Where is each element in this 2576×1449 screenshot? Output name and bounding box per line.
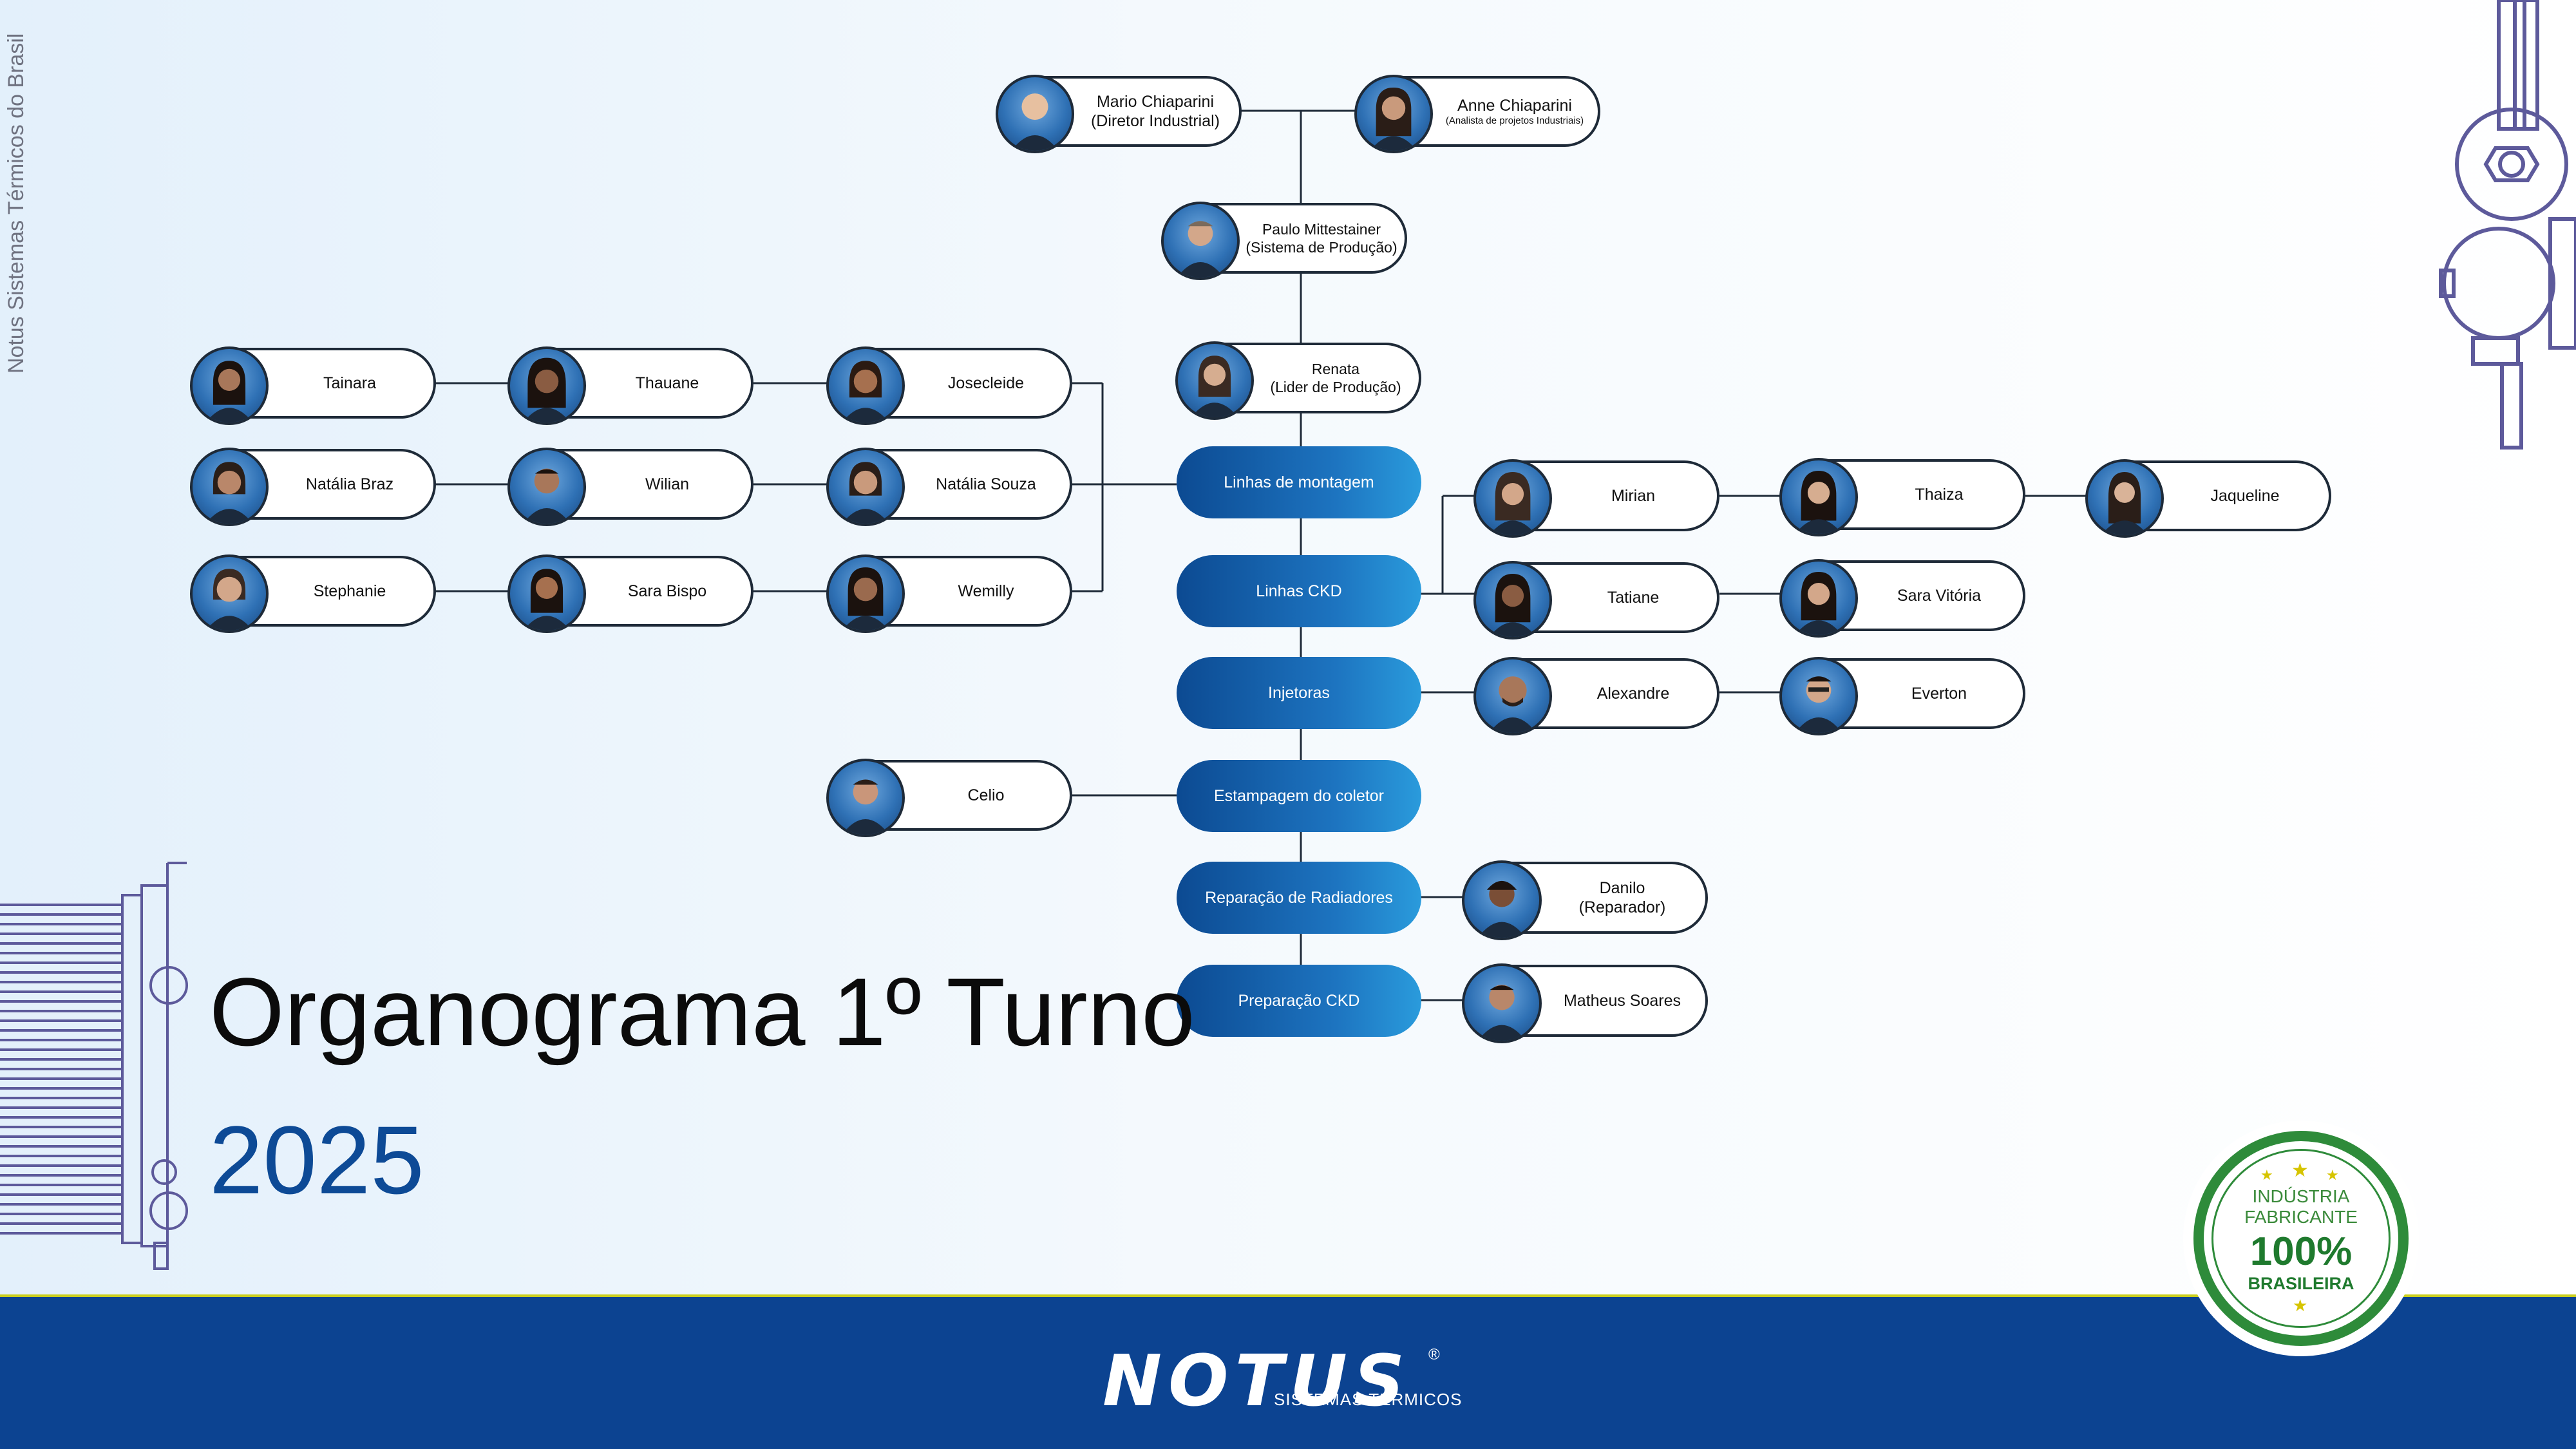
person-label: Sara Vitória bbox=[1897, 586, 1982, 605]
person-label: Stephanie bbox=[313, 582, 386, 600]
dept-estampagem: Estampagem do coletor bbox=[1177, 760, 1421, 832]
avatar bbox=[1473, 459, 1552, 538]
person-label: Josecleide bbox=[947, 374, 1025, 392]
avatar bbox=[190, 554, 269, 633]
person-card-jaqueline: Jaqueline bbox=[2085, 459, 2331, 538]
person-label: Jaqueline bbox=[2210, 486, 2280, 505]
footer-band bbox=[0, 1297, 2576, 1449]
person-card-josecleide: Josecleide bbox=[826, 346, 1072, 425]
radiator-illustration bbox=[0, 862, 188, 1270]
person-label: Mirian bbox=[1611, 486, 1656, 505]
avatar bbox=[2085, 459, 2164, 538]
avatar bbox=[1473, 657, 1552, 735]
person-card-alexandre: Alexandre bbox=[1473, 657, 1719, 735]
page-title: Organograma 1º Turno bbox=[209, 958, 1195, 1066]
avatar bbox=[190, 346, 269, 425]
person-label: Mario Chiaparini(Diretor Industrial) bbox=[1090, 92, 1220, 131]
person-card-wilian: Wilian bbox=[507, 448, 753, 526]
person-label: Anne Chiaparini(Analista de projetos Ind… bbox=[1445, 96, 1584, 127]
person-card-tatiane: Tatiane bbox=[1473, 561, 1719, 639]
side-caption: Notus Sistemas Térmicos do Brasil bbox=[4, 33, 28, 374]
avatar bbox=[1354, 75, 1433, 153]
seal-line-1: INDÚSTRIA bbox=[2252, 1186, 2350, 1206]
person-label: Tainara bbox=[323, 374, 376, 392]
avatar bbox=[826, 554, 905, 633]
dept-preparacao: Preparação CKD bbox=[1177, 965, 1421, 1037]
person-label: Natália Braz bbox=[305, 475, 394, 493]
avatar bbox=[507, 346, 586, 425]
person-label: Sara Bispo bbox=[627, 582, 707, 600]
person-card-mirian: Mirian bbox=[1473, 459, 1719, 538]
made-in-brazil-seal: ★ ★ ★ ★ INDÚSTRIA FABRICANTE 100% BRASIL… bbox=[2190, 1127, 2412, 1350]
person-label: Tatiane bbox=[1607, 588, 1660, 607]
person-card-sara-bispo: Sara Bispo bbox=[507, 554, 753, 633]
person-card-natalia-braz: Natália Braz bbox=[190, 448, 436, 526]
seal-line-3: 100% bbox=[2249, 1229, 2353, 1274]
person-label: Matheus Soares bbox=[1563, 991, 1681, 1010]
person-card-everton: Everton bbox=[1779, 657, 2025, 735]
seal-line-4: BRASILEIRA bbox=[2248, 1274, 2354, 1293]
person-label: Natália Souza bbox=[936, 475, 1036, 493]
person-label: Thauane bbox=[635, 374, 699, 392]
person-card-stephanie: Stephanie bbox=[190, 554, 436, 633]
star-icon: ★ bbox=[2260, 1167, 2273, 1183]
dept-linhas-ckd: Linhas CKD bbox=[1177, 555, 1421, 627]
page-year: 2025 bbox=[209, 1106, 424, 1214]
person-card-anne: Anne Chiaparini(Analista de projetos Ind… bbox=[1354, 75, 1600, 153]
star-icon: ★ bbox=[2326, 1167, 2339, 1183]
radiator-cap-illustration bbox=[2439, 0, 2576, 450]
person-label: Thaiza bbox=[1915, 485, 1964, 504]
person-card-paulo: Paulo Mittestainer(Sistema de Produção) bbox=[1161, 202, 1407, 280]
seal-inner-ring bbox=[2211, 1149, 2391, 1328]
person-card-matheus: Matheus Soares bbox=[1462, 963, 1708, 1043]
star-icon: ★ bbox=[2291, 1160, 2309, 1181]
star-icon: ★ bbox=[2293, 1296, 2308, 1315]
avatar bbox=[1473, 561, 1552, 639]
person-card-wemilly: Wemilly bbox=[826, 554, 1072, 633]
person-label: Renata(Lider de Produção) bbox=[1270, 360, 1401, 395]
person-label: Everton bbox=[1911, 684, 1967, 703]
avatar bbox=[1779, 657, 1858, 735]
dept-linhas-montagem: Linhas de montagem bbox=[1177, 446, 1421, 518]
dept-reparacao: Reparação de Radiadores bbox=[1177, 862, 1421, 934]
brand-tagline: SISTEMAS TÉRMICOS bbox=[1274, 1390, 1463, 1409]
person-label: Wemilly bbox=[958, 582, 1014, 600]
person-label: Danilo(Reparador) bbox=[1578, 878, 1666, 917]
avatar bbox=[826, 346, 905, 425]
avatar bbox=[1175, 341, 1254, 420]
avatar bbox=[190, 448, 269, 526]
person-card-celio: Celio bbox=[826, 759, 1072, 837]
avatar bbox=[1779, 458, 1858, 536]
person-card-thauane: Thauane bbox=[507, 346, 753, 425]
avatar bbox=[1462, 963, 1542, 1043]
avatar bbox=[1161, 202, 1240, 280]
avatar bbox=[1779, 559, 1858, 638]
person-card-danilo: Danilo(Reparador) bbox=[1462, 860, 1708, 940]
person-label: Alexandre bbox=[1596, 684, 1670, 703]
person-card-tainara: Tainara bbox=[190, 346, 436, 425]
avatar bbox=[507, 554, 586, 633]
person-card-renata: Renata(Lider de Produção) bbox=[1175, 341, 1421, 420]
brand-registered-mark: ® bbox=[1428, 1346, 1440, 1363]
person-label: Paulo Mittestainer(Sistema de Produção) bbox=[1245, 220, 1397, 256]
avatar bbox=[996, 75, 1074, 153]
brand-logo: NOTUS bbox=[1103, 1340, 1412, 1422]
dept-injetoras: Injetoras bbox=[1177, 657, 1421, 729]
seal-line-2: FABRICANTE bbox=[2244, 1207, 2358, 1227]
avatar bbox=[507, 448, 586, 526]
person-label: Celio bbox=[967, 786, 1005, 804]
person-card-natalia-souza: Natália Souza bbox=[826, 448, 1072, 526]
person-card-mario: Mario Chiaparini(Diretor Industrial) bbox=[996, 75, 1242, 153]
person-card-thaiza: Thaiza bbox=[1779, 458, 2025, 536]
person-label: Wilian bbox=[645, 475, 690, 493]
avatar bbox=[826, 759, 905, 837]
person-card-sara-vitoria: Sara Vitória bbox=[1779, 559, 2025, 638]
avatar bbox=[1462, 860, 1542, 940]
avatar bbox=[826, 448, 905, 526]
